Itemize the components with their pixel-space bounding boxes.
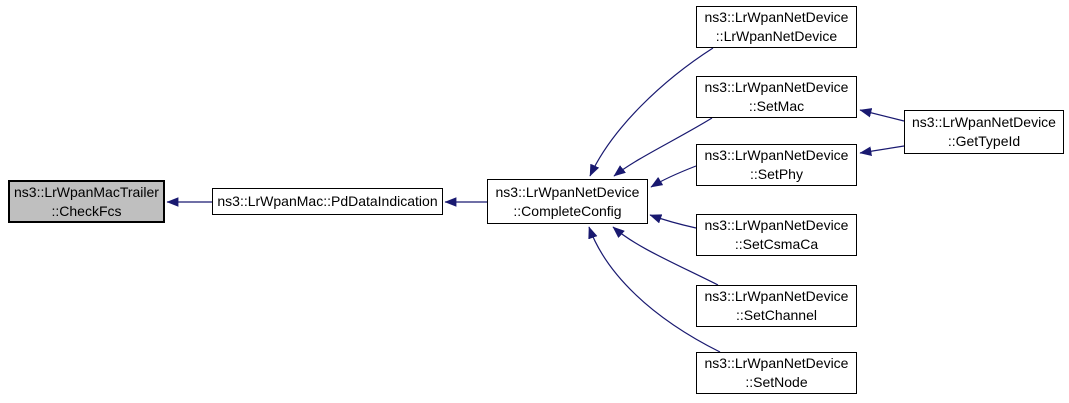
node-label-line2: ::CompleteConfig	[513, 202, 622, 219]
node-label-line1: ns3::LrWpanMac::PdDataIndication	[217, 193, 438, 209]
node-label-line1: ns3::LrWpanNetDevice	[704, 147, 849, 163]
node-label-line2: ::SetChannel	[736, 307, 817, 323]
edge-gettypeid-to-setphy	[859, 145, 905, 156]
node-setphy[interactable]: ns3::LrWpanNetDevice ::SetPhy	[696, 144, 857, 186]
edge-setmac-to-completeconfig	[613, 117, 713, 177]
node-label-line1: ns3::LrWpanNetDevice	[704, 217, 849, 233]
node-label-line1: ns3::LrWpanMacTrailer	[14, 183, 159, 200]
node-label-line2: ::CheckFcs	[51, 202, 122, 219]
node-label-line1: ns3::LrWpanNetDevice	[704, 9, 849, 25]
edge-setnode-to-completeconfig	[588, 226, 721, 353]
edge-setcsmaca-to-completeconfig	[649, 214, 697, 229]
node-label-line1: ns3::LrWpanNetDevice	[704, 355, 849, 371]
node-gettypeid[interactable]: ns3::LrWpanNetDevice ::GetTypeId	[904, 110, 1064, 154]
node-setchannel[interactable]: ns3::LrWpanNetDevice ::SetChannel	[696, 285, 857, 327]
node-label-line1: ns3::LrWpanNetDevice	[495, 183, 640, 200]
edge-setphy-to-completeconfig	[650, 165, 697, 188]
node-label-line1: ns3::LrWpanNetDevice	[912, 114, 1056, 130]
node-label-line2: ::SetNode	[745, 374, 808, 390]
node-label-line1: ns3::LrWpanNetDevice	[704, 288, 849, 304]
node-label-line1: ns3::LrWpanNetDevice	[704, 79, 849, 95]
node-label-line2: ::SetPhy	[750, 166, 803, 182]
node-setmac[interactable]: ns3::LrWpanNetDevice ::SetMac	[696, 76, 857, 118]
node-completeconfig[interactable]: ns3::LrWpanNetDevice ::CompleteConfig	[487, 179, 648, 224]
node-label-line2: ::LrWpanNetDevice	[715, 28, 838, 44]
edge-setchannel-to-completeconfig	[612, 226, 719, 286]
node-pddataindication[interactable]: ns3::LrWpanMac::PdDataIndication	[212, 188, 443, 215]
node-checkfcs[interactable]: ns3::LrWpanMacTrailer ::CheckFcs	[8, 180, 165, 223]
node-label-line2: ::GetTypeId	[947, 133, 1021, 149]
node-setnode[interactable]: ns3::LrWpanNetDevice ::SetNode	[696, 352, 857, 394]
node-lrwpannetdevice[interactable]: ns3::LrWpanNetDevice ::LrWpanNetDevice	[696, 6, 857, 48]
node-setcsmaca[interactable]: ns3::LrWpanNetDevice ::SetCsmaCa	[696, 214, 857, 256]
edge-gettypeid-to-setmac	[859, 108, 905, 122]
node-label-line2: ::SetMac	[748, 98, 805, 114]
edge-lrwpannetdevice-to-completeconfig	[589, 47, 714, 177]
node-label-line2: ::SetCsmaCa	[734, 236, 819, 252]
